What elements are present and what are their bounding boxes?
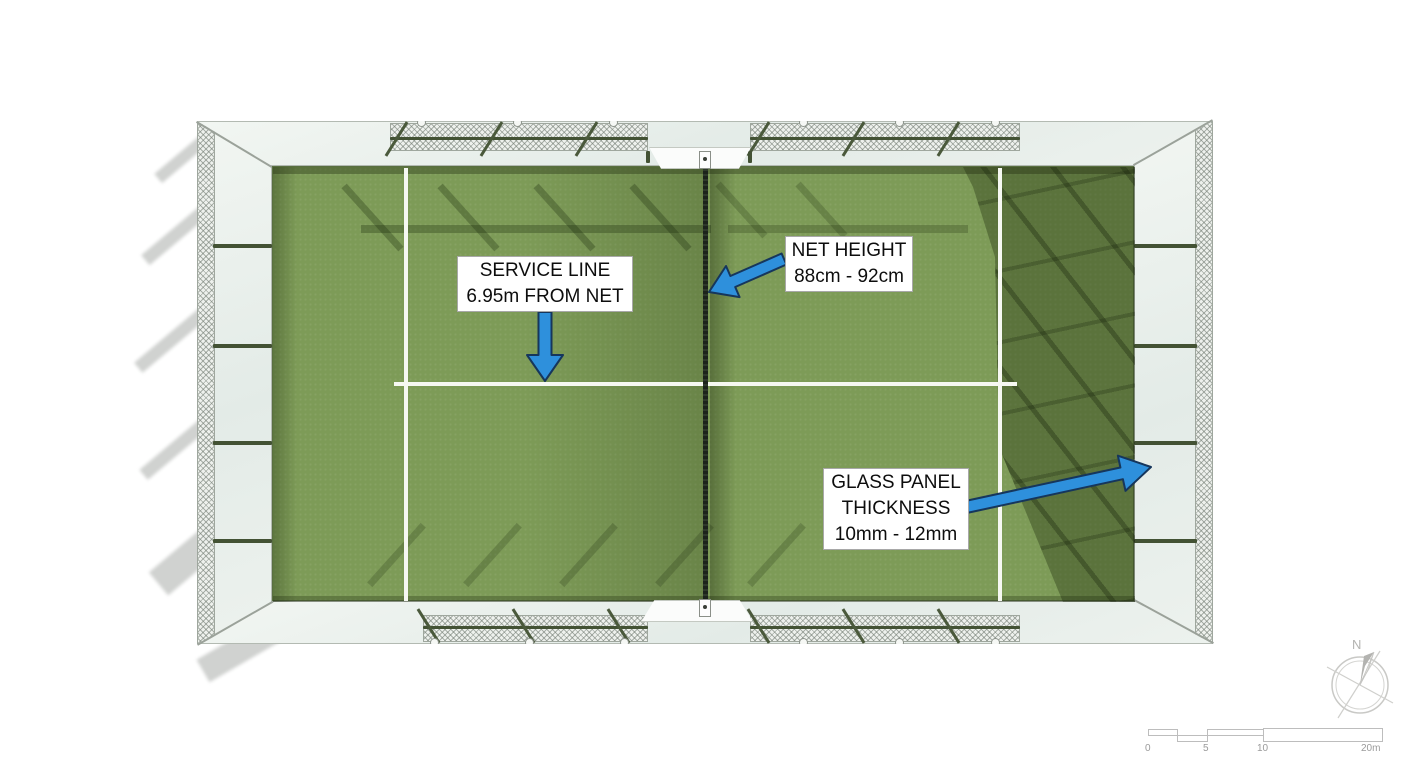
left-wall-mesh bbox=[197, 121, 215, 644]
shadow-band bbox=[747, 522, 806, 588]
net bbox=[703, 159, 708, 614]
net-post-bracket bbox=[646, 151, 650, 163]
net-post-bracket bbox=[748, 151, 752, 163]
net-post-opening-bottom bbox=[641, 600, 753, 622]
top-wall-rail-right bbox=[750, 137, 1020, 140]
fence-post-cap bbox=[991, 121, 1000, 127]
glass-panel-label-line2: THICKNESS bbox=[841, 498, 951, 519]
net-post-bottom bbox=[699, 599, 711, 617]
shadow-band bbox=[437, 183, 500, 252]
glass-rail bbox=[213, 344, 272, 348]
glass-rail bbox=[213, 441, 272, 445]
glass-rail bbox=[1134, 344, 1197, 348]
fence-post-cap bbox=[799, 121, 808, 127]
glass-rail bbox=[1134, 244, 1197, 248]
scale-tick-20: 20m bbox=[1361, 743, 1381, 754]
shadow-band bbox=[728, 225, 968, 233]
service-line-label-line1: SERVICE LINE bbox=[479, 260, 611, 281]
shadow-band bbox=[463, 522, 522, 588]
fence-post-cap bbox=[525, 638, 534, 644]
scale-segment bbox=[1148, 729, 1178, 736]
scale-bar: 0 5 10 20m bbox=[1145, 728, 1388, 755]
glass-rail bbox=[213, 539, 272, 543]
glass-panel-label: GLASS PANEL THICKNESS 10mm - 12mm bbox=[823, 468, 969, 550]
net-post-top bbox=[699, 151, 711, 169]
right-wall bbox=[1134, 121, 1213, 644]
wall-shadow-left bbox=[273, 167, 297, 602]
compass-rose-icon bbox=[1326, 650, 1394, 719]
bottom-wall-rail-left bbox=[423, 626, 648, 629]
top-wall bbox=[197, 121, 1213, 166]
fence-post-cap bbox=[417, 121, 426, 127]
fence-post-cap bbox=[430, 638, 439, 644]
service-line-label-line2: 6.95m FROM NET bbox=[466, 286, 624, 307]
court-turf bbox=[272, 147, 1135, 622]
service-line-label: SERVICE LINE 6.95m FROM NET bbox=[457, 256, 633, 312]
glass-panel-label-line1: GLASS PANEL bbox=[831, 472, 961, 493]
shadow-band bbox=[361, 225, 711, 233]
left-wall bbox=[197, 121, 272, 644]
fence-post-cap bbox=[991, 638, 1000, 644]
glass-panel-label-line3: 10mm - 12mm bbox=[834, 524, 958, 545]
fence-post-cap bbox=[799, 638, 808, 644]
bottom-wall-rail-right bbox=[750, 626, 1020, 629]
shadow-band bbox=[367, 522, 426, 588]
scale-tick-10: 10 bbox=[1257, 743, 1269, 754]
scale-tick-0: 0 bbox=[1145, 743, 1151, 754]
glass-rail bbox=[1134, 441, 1197, 445]
scale-segment bbox=[1177, 735, 1208, 742]
fence-post-cap bbox=[513, 121, 522, 127]
right-wall-mesh bbox=[1195, 121, 1213, 644]
fence-post-cap bbox=[895, 638, 904, 644]
shadow-band bbox=[341, 183, 404, 252]
bottom-wall bbox=[197, 601, 1213, 644]
scale-tick-5: 5 bbox=[1203, 743, 1209, 754]
scale-segment bbox=[1207, 729, 1264, 736]
scale-segment bbox=[1263, 728, 1383, 742]
glass-rail bbox=[1134, 539, 1197, 543]
fence-post-cap bbox=[620, 638, 629, 644]
fence-post-cap bbox=[895, 121, 904, 127]
glass-rail bbox=[213, 244, 272, 248]
net-height-label-line1: NET HEIGHT bbox=[791, 240, 907, 261]
top-wall-rail-left bbox=[390, 137, 648, 140]
net-height-label: NET HEIGHT 88cm - 92cm bbox=[785, 236, 913, 292]
net-height-label-line2: 88cm - 92cm bbox=[794, 266, 904, 287]
fence-post-cap bbox=[609, 121, 618, 127]
compass-north-label: N bbox=[1352, 637, 1362, 652]
